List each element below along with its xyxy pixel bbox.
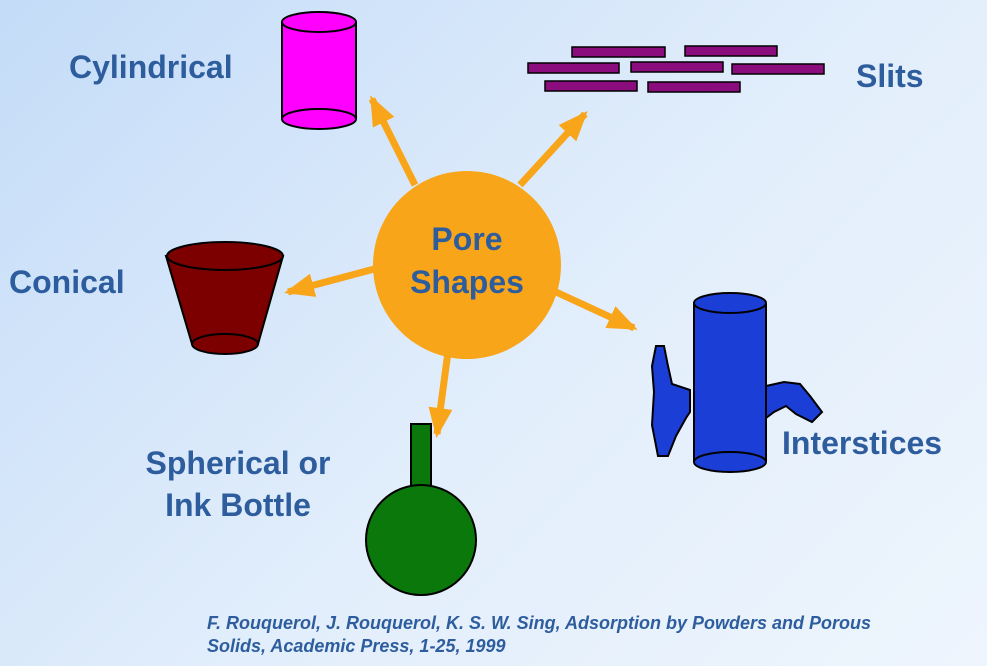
center-label: Pore Shapes: [374, 218, 560, 304]
center-label-line2: Shapes: [410, 264, 524, 300]
label-cylindrical: Cylindrical: [69, 49, 233, 85]
center-circle: [373, 171, 561, 359]
center-label-line1: Pore: [431, 221, 503, 257]
ink-bottle-shape: [365, 423, 477, 596]
arrow-to-slits: [517, 111, 588, 188]
slits-shape: [527, 45, 825, 93]
arrow-to-ink-bottle: [428, 351, 453, 438]
arrows: [284, 95, 638, 438]
arrow-to-cylindrical: [368, 95, 419, 187]
citation: F. Rouquerol, J. Rouquerol, K. S. W. Sin…: [207, 612, 987, 658]
label-interstices: Interstices: [782, 425, 943, 461]
label-spherical: Spherical or Ink Bottle: [108, 442, 368, 526]
label-spherical-line1: Spherical or: [145, 445, 331, 481]
interstices-shape: [650, 292, 824, 473]
label-slits: Slits: [856, 58, 924, 94]
arrow-to-interstices: [554, 288, 638, 332]
cylinder-shape: [281, 11, 357, 130]
citation-line1: F. Rouquerol, J. Rouquerol, K. S. W. Sin…: [207, 613, 872, 633]
label-spherical-line2: Ink Bottle: [165, 487, 311, 523]
cone-shape: [164, 241, 285, 355]
label-conical: Conical: [9, 264, 125, 300]
citation-line2: Solids, Academic Press, 1-25, 1999: [207, 636, 506, 656]
arrow-to-conical: [284, 264, 379, 297]
